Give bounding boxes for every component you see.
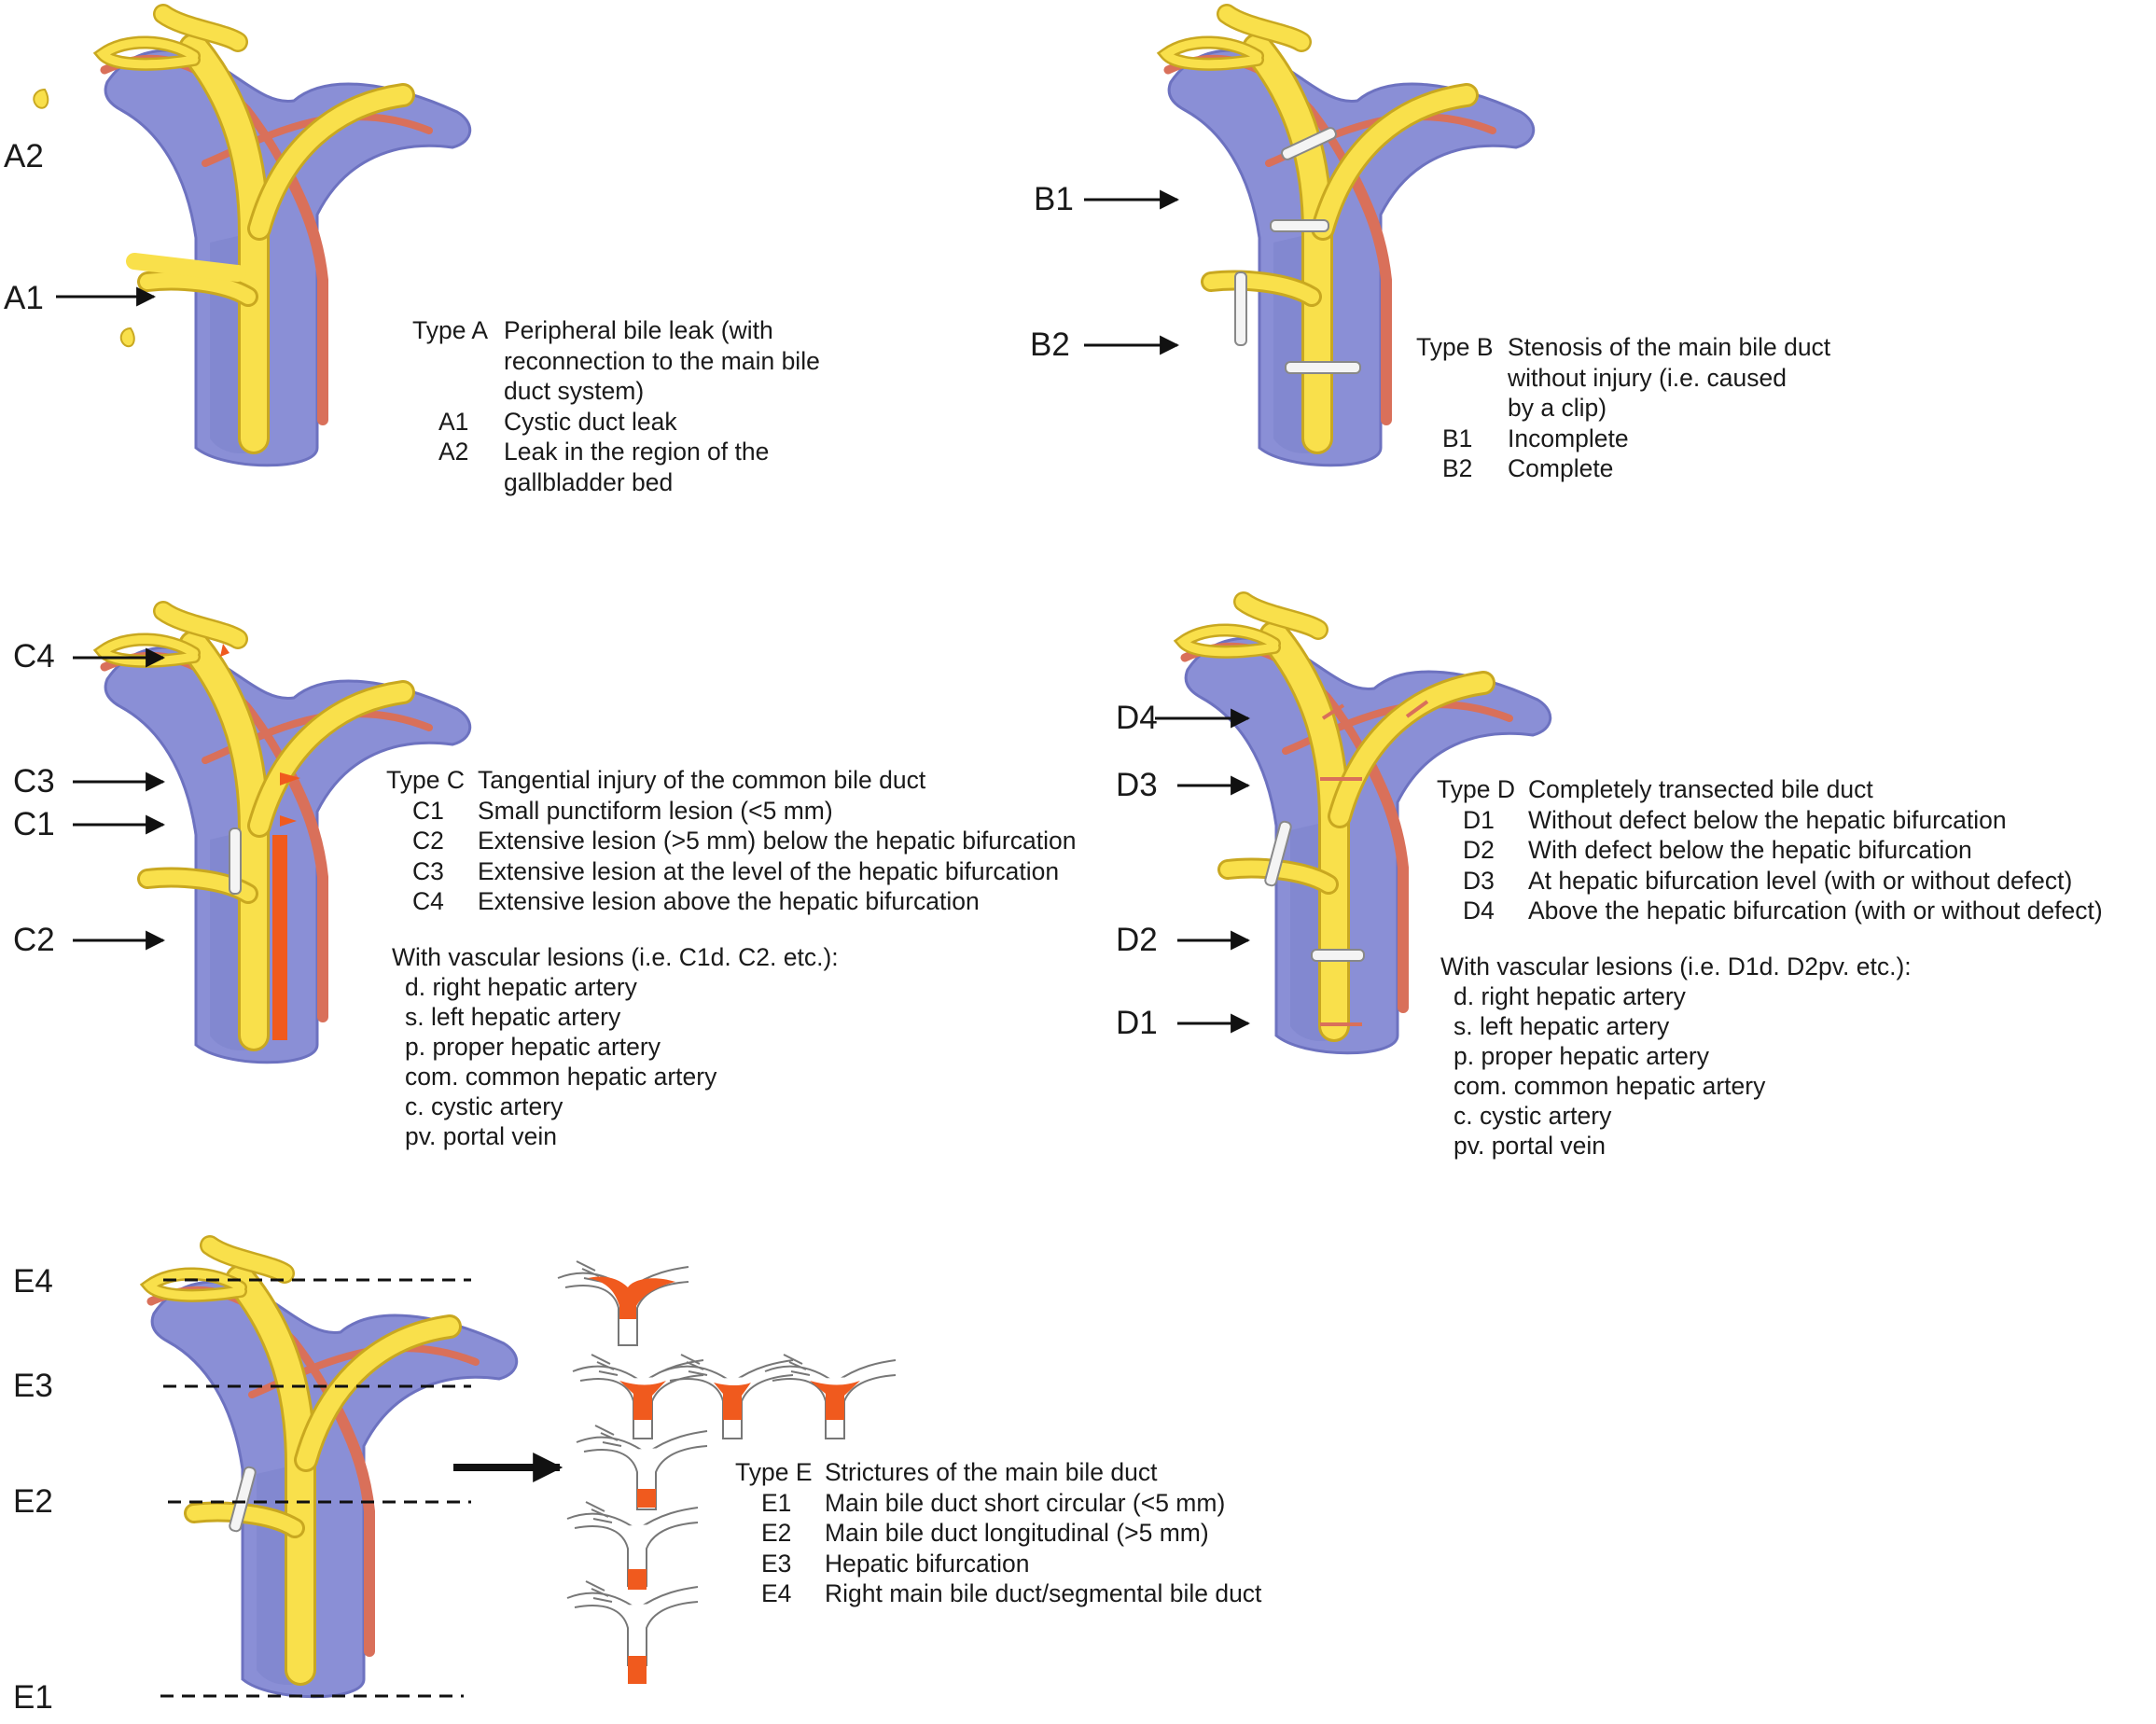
item-code: C4 xyxy=(412,887,444,915)
label-c2: C2 xyxy=(13,922,55,958)
type-text-line: duct system) xyxy=(504,377,645,405)
item-code: E3 xyxy=(761,1549,792,1578)
label-e1: E1 xyxy=(13,1679,53,1716)
item-text: Incomplete xyxy=(1508,424,1629,452)
vascular-item: com. common hepatic artery xyxy=(1454,1072,1766,1100)
label-a1: A1 xyxy=(4,280,44,316)
item-text: Complete xyxy=(1508,454,1614,482)
item-code: D4 xyxy=(1463,897,1495,925)
label-e2: E2 xyxy=(13,1483,53,1520)
type-text-line: Stenosis of the main bile duct xyxy=(1508,333,1831,361)
label-d2: D2 xyxy=(1116,922,1158,958)
type-text-line: Completely transected bile duct xyxy=(1528,775,1873,803)
item-text: Extensive lesion above the hepatic bifur… xyxy=(478,887,980,915)
panel-c-vascular: With vascular lesions (i.e. C1d. C2. etc… xyxy=(392,942,839,1151)
label-c3: C3 xyxy=(13,763,55,799)
panel-b-description: Type B Stenosis of the main bile duct wi… xyxy=(1416,332,1830,484)
item-code: B2 xyxy=(1442,454,1473,482)
label-d1: D1 xyxy=(1116,1005,1158,1041)
vascular-item: c. cystic artery xyxy=(405,1092,563,1120)
item-code: C3 xyxy=(412,856,444,885)
item-code: D3 xyxy=(1463,866,1495,895)
label-b1: B1 xyxy=(1034,181,1074,217)
item-code: C1 xyxy=(412,796,444,825)
item-text: At hepatic bifurcation level (with or wi… xyxy=(1528,866,2073,895)
label-d4: D4 xyxy=(1116,700,1158,736)
label-e3: E3 xyxy=(13,1368,53,1404)
vascular-item: d. right hepatic artery xyxy=(1454,982,1686,1010)
label-c4: C4 xyxy=(13,638,55,674)
vascular-item: pv. portal vein xyxy=(405,1122,558,1150)
type-code: Type E xyxy=(735,1458,813,1486)
item-code: E4 xyxy=(761,1579,792,1607)
item-text: Hepatic bifurcation xyxy=(825,1549,1030,1578)
vascular-item: s. left hepatic artery xyxy=(1454,1012,1670,1040)
vascular-item: pv. portal vein xyxy=(1454,1132,1607,1160)
item-text: Main bile duct short circular (<5 mm) xyxy=(825,1488,1226,1517)
item-text: Main bile duct longitudinal (>5 mm) xyxy=(825,1519,1209,1547)
panel-e-description: Type E Strictures of the main bile duct … xyxy=(735,1457,1261,1609)
label-b2: B2 xyxy=(1030,327,1070,363)
panel-d-vascular: With vascular lesions (i.e. D1d. D2pv. e… xyxy=(1440,952,1912,1161)
label-a2: A2 xyxy=(4,138,44,174)
vascular-item: p. proper hepatic artery xyxy=(1454,1042,1709,1070)
item-code: D1 xyxy=(1463,805,1495,834)
vascular-item: p. proper hepatic artery xyxy=(405,1033,661,1061)
item-text: Extensive lesion (>5 mm) below the hepat… xyxy=(478,827,1077,855)
item-code: A1 xyxy=(438,407,469,436)
item-text: Cystic duct leak xyxy=(504,407,677,436)
type-text-line: reconnection to the main bile xyxy=(504,346,820,375)
label-d3: D3 xyxy=(1116,767,1158,803)
label-c1: C1 xyxy=(13,806,55,842)
item-text: Leak in the region of the xyxy=(504,438,770,466)
item-text: Above the hepatic bifurcation (with or w… xyxy=(1528,897,2103,925)
panel-c-description: Type C Tangential injury of the common b… xyxy=(386,765,1076,917)
item-text: gallbladder bed xyxy=(504,467,674,496)
type-text-line: by a clip) xyxy=(1508,394,1607,422)
item-text: Small punctiform lesion (<5 mm) xyxy=(478,796,833,825)
item-code: D2 xyxy=(1463,836,1495,864)
item-text: With defect below the hepatic bifurcatio… xyxy=(1528,836,1972,864)
type-code: Type A xyxy=(412,316,489,344)
type-code: Type C xyxy=(386,766,465,794)
type-code: Type D xyxy=(1437,775,1515,803)
vascular-item: com. common hepatic artery xyxy=(405,1063,717,1091)
panel-d-description: Type D Completely transected bile duct D… xyxy=(1437,774,2103,926)
item-code: E2 xyxy=(761,1519,792,1547)
panel-a-description: Type A Peripheral bile leak (with reconn… xyxy=(412,315,820,497)
type-code: Type B xyxy=(1416,333,1494,361)
item-code: C2 xyxy=(412,827,444,855)
type-text-line: Peripheral bile leak (with xyxy=(504,316,773,344)
vascular-title: With vascular lesions (i.e. C1d. C2. etc… xyxy=(392,943,839,971)
item-code: A2 xyxy=(438,438,469,466)
item-text: Right main bile duct/segmental bile duct xyxy=(825,1579,1262,1607)
type-text-line: Strictures of the main bile duct xyxy=(825,1458,1158,1486)
type-text-line: without injury (i.e. caused xyxy=(1508,363,1787,392)
label-e4: E4 xyxy=(13,1263,53,1300)
vascular-title: With vascular lesions (i.e. D1d. D2pv. e… xyxy=(1440,952,1912,980)
item-code: B1 xyxy=(1442,424,1473,452)
vascular-item: d. right hepatic artery xyxy=(405,973,637,1001)
vascular-item: c. cystic artery xyxy=(1454,1102,1612,1130)
type-text-line: Tangential injury of the common bile duc… xyxy=(478,766,926,794)
item-text: Extensive lesion at the level of the hep… xyxy=(478,856,1060,885)
vascular-item: s. left hepatic artery xyxy=(405,1003,621,1031)
item-code: E1 xyxy=(761,1488,792,1517)
item-text: Without defect below the hepatic bifurca… xyxy=(1528,805,2007,834)
